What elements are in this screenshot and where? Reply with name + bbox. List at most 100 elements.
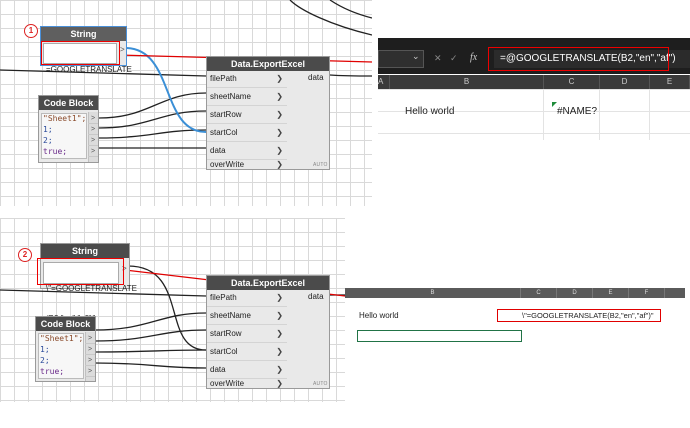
formula-icons: ✕ ✓ fx: [428, 50, 488, 68]
code-port-strip-bottom: [85, 332, 95, 381]
chevron-down-icon: ⌄: [412, 51, 420, 61]
string-out-port[interactable]: >: [120, 45, 125, 54]
callout-2: 2: [18, 248, 32, 262]
col-header-b[interactable]: B: [390, 75, 544, 89]
export-excel-node-bottom[interactable]: Data.ExportExcel filePath❯ sheetName❯ st…: [206, 275, 330, 389]
column-header-row: A B C D E: [378, 75, 690, 89]
top-dynamo-canvas[interactable]: 1 String =GOOGLETRANSLATE (B2,"en","af")…: [0, 0, 372, 206]
out-port-data-b[interactable]: data: [308, 292, 324, 301]
in-port-sheetname-label: sheetName: [210, 92, 251, 101]
enter-icon[interactable]: ✓: [450, 53, 458, 63]
in-port-filepath[interactable]: filePath ❯: [207, 70, 287, 88]
code-line-4: true;: [43, 147, 68, 156]
name-box[interactable]: ⌄: [378, 50, 424, 68]
code-out-port-3[interactable]: >: [88, 135, 98, 146]
code-block-bottom-title: Code Block: [36, 317, 95, 331]
wire-sheet-b: [94, 312, 207, 331]
code-editor-bottom[interactable]: [38, 333, 84, 379]
fx-icon[interactable]: fx: [470, 52, 478, 63]
string-node-bottom[interactable]: String \"=GOOGLETRANSLATE (B2,"en","af")…: [40, 243, 137, 323]
wire-bg-5: [0, 289, 207, 297]
cell-c2[interactable]: #NAME?: [557, 106, 598, 117]
in-port-startrow-b[interactable]: startRow❯: [207, 325, 287, 343]
wire-string-data-b: [127, 265, 207, 351]
callout-1: 1: [24, 24, 38, 38]
wire-bg-3: [0, 69, 207, 77]
export-excel-title: Data.ExportExcel: [207, 57, 329, 71]
col-header-e-bottom[interactable]: E: [593, 288, 629, 298]
bottom-cell-b2[interactable]: Hello world: [359, 311, 399, 320]
wire-bg-2: [329, 0, 372, 19]
col-header-a[interactable]: A: [378, 75, 390, 89]
string-value-line1: =GOOGLETRANSLATE: [46, 65, 132, 74]
code-out-port-4[interactable]: >: [88, 146, 98, 157]
code-line-b2: 1;: [40, 345, 50, 354]
code-out-port-1[interactable]: >: [88, 113, 98, 124]
in-port-overwrite-label: overWrite: [210, 160, 245, 169]
in-port-sheetname[interactable]: sheetName❯: [207, 88, 287, 106]
col-header-c[interactable]: C: [544, 75, 600, 89]
chevron-right-icon: ❯: [276, 74, 283, 83]
col-header-d-bottom[interactable]: D: [557, 288, 593, 298]
redbox-string-bottom: [37, 258, 124, 285]
col-header-e[interactable]: E: [650, 75, 690, 89]
wire-bg-1: [289, 0, 372, 36]
in-port-startcol-b[interactable]: startCol❯: [207, 343, 287, 361]
cell-b2[interactable]: Hello world: [405, 106, 455, 117]
in-port-overwrite-b-label: overWrite: [210, 379, 245, 388]
code-line-3: 2;: [43, 136, 53, 145]
in-port-startcol[interactable]: startCol ❯: [207, 124, 287, 142]
in-port-data-label: data: [210, 146, 226, 155]
col-header-d[interactable]: D: [600, 75, 650, 89]
wire-col: [98, 129, 207, 139]
chevron-right-icon: ❯: [276, 329, 283, 338]
code-out-port-b2[interactable]: >: [85, 344, 95, 355]
code-block-node-bottom[interactable]: Code Block "Sheet1"; 1; 2; true; > > > >: [35, 316, 96, 382]
selected-cell-b3[interactable]: [357, 330, 522, 342]
chevron-right-icon: ❯: [276, 146, 283, 155]
in-port-overwrite[interactable]: overWrite❯: [207, 160, 287, 170]
auto-label-b: AUTO: [313, 381, 328, 387]
code-out-port-2[interactable]: >: [88, 124, 98, 135]
in-port-data[interactable]: data ❯: [207, 142, 287, 160]
auto-label: AUTO: [313, 162, 328, 168]
code-block-node[interactable]: Code Block "Sheet1"; 1; 2; true; > > > >: [38, 95, 99, 163]
code-out-port-b3[interactable]: >: [85, 355, 95, 366]
chevron-right-icon: ❯: [276, 128, 283, 137]
chevron-right-icon: ❯: [276, 311, 283, 320]
col-header-f-bottom[interactable]: F: [629, 288, 665, 298]
in-port-filepath-label: filePath: [210, 74, 237, 83]
col-header-b-bottom[interactable]: B: [345, 288, 521, 298]
chevron-right-icon: ❯: [276, 347, 283, 356]
code-editor[interactable]: [41, 113, 87, 159]
error-indicator: [552, 102, 557, 107]
bottom-dynamo-canvas[interactable]: 2 String \"=GOOGLETRANSLATE (B2,"en","af…: [0, 218, 345, 402]
in-port-data-b[interactable]: data❯: [207, 361, 287, 379]
code-line-b3: 2;: [40, 356, 50, 365]
in-port-overwrite-b[interactable]: overWrite❯: [207, 379, 287, 389]
in-port-filepath-b[interactable]: filePath❯: [207, 289, 287, 307]
string-node-bottom-title: String: [41, 244, 129, 258]
bottom-cell-c2-box[interactable]: \"=GOOGLETRANSLATE(B2,"en","af")": [497, 309, 661, 322]
export-excel-bottom-title: Data.ExportExcel: [207, 276, 329, 290]
string-node-title: String: [41, 27, 126, 41]
chevron-right-icon: ❯: [276, 365, 283, 374]
out-port-data[interactable]: data: [308, 73, 324, 82]
in-port-sheetname-b[interactable]: sheetName❯: [207, 307, 287, 325]
cell-grid: [378, 89, 690, 140]
string-node[interactable]: String =GOOGLETRANSLATE (B2,"en","af") >: [40, 26, 132, 104]
code-out-port-b1[interactable]: >: [85, 333, 95, 344]
redbox-formula-top: [488, 47, 669, 71]
top-excel-panel: ⌄ ✕ ✓ fx =@GOOGLETRANSLATE(B2,"en","af")…: [372, 0, 690, 140]
chevron-right-icon: ❯: [276, 110, 283, 119]
in-port-startrow[interactable]: startRow❯: [207, 106, 287, 124]
in-port-startcol-label: startCol: [210, 128, 238, 137]
code-out-port-b4[interactable]: >: [85, 366, 95, 377]
bottom-column-header-row: B C D E F: [345, 288, 685, 298]
export-excel-node[interactable]: Data.ExportExcel filePath❯ sheetName❯ st…: [206, 56, 330, 170]
string-out-port-bottom[interactable]: >: [122, 264, 127, 273]
col-header-c-bottom[interactable]: C: [521, 288, 557, 298]
formula-bar[interactable]: =@GOOGLETRANSLATE(B2,"en","af"): [494, 50, 690, 68]
wire-bg-4: [329, 74, 372, 77]
cancel-icon[interactable]: ✕: [434, 53, 442, 63]
